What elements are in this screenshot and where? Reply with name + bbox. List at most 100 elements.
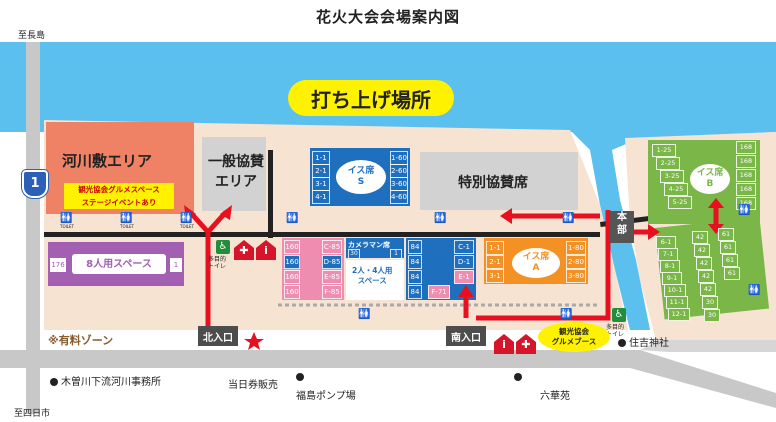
landmark-dot [618, 339, 626, 347]
seat-s-row-end: 1-60 [390, 151, 408, 165]
blue-row-left: 84 [408, 270, 422, 284]
space-8-left: 176 [50, 258, 66, 272]
pink-row-left: 160 [284, 255, 300, 269]
pink-row-left: 160 [284, 285, 300, 299]
first-aid-icon: ✚ [516, 334, 536, 354]
landmark-river-office: 木曽川下流河川事務所 [50, 373, 161, 388]
pink-row-left: 160 [284, 270, 300, 284]
pink-row-left: 160 [284, 240, 300, 254]
chair-s-label: イス席 S [336, 160, 386, 194]
seat-s-row-start: 3-1 [312, 177, 330, 191]
blue-row-left: 84 [408, 285, 422, 299]
gourmet-stage-text: 観光協会グルメスペース ステージイベントあり [78, 185, 160, 207]
seat-b-right-col: 61 [720, 241, 736, 254]
space-24-label: 2人・4人用 スペース [352, 266, 393, 285]
blue-row-right: E-1 [454, 270, 474, 284]
seat-a-row-start: 2-1 [486, 255, 504, 269]
toilet-icon: 🚻TOILET [180, 213, 194, 230]
seat-a-row-start: 3-1 [486, 269, 504, 283]
seat-b-right-col: 61 [722, 254, 738, 267]
gourmet-booth-label: 観光協会 グルメブース [538, 322, 610, 352]
toilet-icon: 🚻 [560, 309, 573, 320]
river-right [590, 112, 776, 150]
road-label-south: 至四日市 [14, 409, 51, 419]
landmark-dot [296, 373, 304, 381]
toilet-icon: 🚻 [358, 309, 371, 320]
chair-b-label: イス席 B [690, 164, 730, 194]
pink-row-right: F-85 [322, 285, 342, 299]
camera-right: 1 [390, 249, 402, 259]
seat-b-lower-end: 42 [700, 283, 716, 296]
paid-zone-label: ※有料ゾーン [48, 334, 114, 347]
seat-s-row-end: 3-60 [390, 177, 408, 191]
seat-s-row-end: 2-60 [390, 164, 408, 178]
seat-s-row-start: 2-1 [312, 164, 330, 178]
seat-b-lower-end: 42 [694, 244, 710, 257]
first-aid-icon: ✚ [234, 240, 254, 260]
toilet-text: TOILET [120, 224, 134, 229]
landmark-dot-pump [296, 372, 307, 383]
landmark-sumiyoshi: 住吉神社 [618, 334, 669, 349]
blue-row-right: F-71 [428, 285, 450, 299]
pink-row-right: E-85 [322, 270, 342, 284]
seat-b-row-start: 2-25 [656, 157, 680, 170]
camera-block [346, 238, 404, 258]
wheelchair-icon: ♿ [216, 240, 230, 254]
road-vertical-left [26, 42, 40, 414]
wheelchair-icon: ♿ [612, 308, 626, 322]
seat-a-row-end: 3-80 [566, 269, 586, 283]
toilet-icon: 🚻 [738, 205, 751, 216]
multipurpose-toilet-label: 多目的 トイレ [208, 256, 227, 270]
camera-label: カメラマン席 [348, 241, 390, 249]
toilet-icon: 🚻 [434, 213, 447, 224]
ticket-star-shape [244, 332, 264, 350]
road-horizontal [0, 350, 776, 408]
special-sponsor-block [420, 152, 578, 210]
seat-b-row-end: 168 [736, 155, 756, 168]
landmark-dot-rokkaen [514, 372, 525, 383]
seat-b-row-start: 1-25 [652, 144, 676, 157]
seat-b-row-start: 3-25 [660, 170, 684, 183]
gourmet-stage-label: 観光協会グルメスペース ステージイベントあり [64, 183, 174, 209]
seat-b-lower-start: 10-1 [664, 284, 686, 297]
seat-b-right-col: 61 [718, 228, 734, 241]
seat-b-right-col: 61 [724, 267, 740, 280]
arrow-heads [184, 198, 724, 297]
pink-row-right: C-85 [322, 240, 342, 254]
ticket-sales-label: 当日券販売 [228, 380, 278, 391]
seat-b-lower-end: 42 [692, 231, 708, 244]
blue-row-right: D-1 [454, 255, 474, 269]
toilet-icon: 🚻TOILET [60, 213, 74, 230]
landmark-pump-station: 福島ポンプ場 [296, 391, 356, 402]
toilet-icon: 🚻 [748, 285, 761, 296]
pink-row-right: D-85 [322, 255, 342, 269]
route-badge: 1 [22, 170, 48, 198]
seat-a-row-start: 1-1 [486, 241, 504, 255]
south-entrance[interactable]: 南入口 [446, 326, 486, 346]
path-north [44, 232, 600, 237]
path-left-vertical [268, 150, 273, 238]
north-entrance[interactable]: 北入口 [198, 326, 238, 346]
seat-b-lower-end: 30 [702, 296, 718, 309]
pink-block [282, 238, 344, 300]
blue-row-left: 84 [408, 240, 422, 254]
landmark-dot [50, 378, 58, 386]
multipurpose-toilet-label: 多目的 トイレ [606, 324, 625, 338]
info-icon: i [494, 334, 514, 354]
map-title: 花火大会会場案内図 [315, 8, 460, 26]
seat-s-row-start: 4-1 [312, 190, 330, 204]
seat-a-row-end: 2-80 [566, 255, 586, 269]
seat-b-row-start: 5-25 [668, 196, 692, 209]
seat-s-row-start: 1-1 [312, 151, 330, 165]
landmark-dot [514, 373, 522, 381]
seat-b-lower-end: 42 [698, 270, 714, 283]
seat-b-row-end: 168 [736, 183, 756, 196]
seat-s-row-end: 4-60 [390, 190, 408, 204]
info-icon: i [256, 240, 276, 260]
landmark-river-office-text: 木曽川下流河川事務所 [61, 377, 161, 388]
seat-b-lower-end: 42 [696, 257, 712, 270]
landmark-rokkaen: 六華苑 [540, 391, 570, 402]
blue-row-left: 84 [408, 255, 422, 269]
seat-b-row-end: 168 [736, 169, 756, 182]
